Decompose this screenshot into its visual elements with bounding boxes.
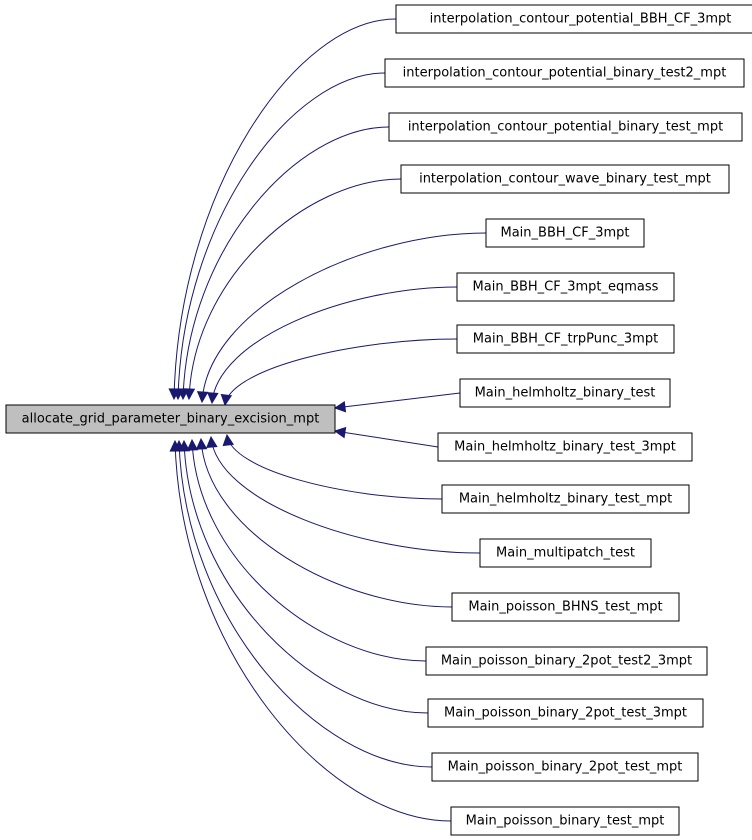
call-edge [334,392,461,409]
caller-node-box [395,4,752,34]
caller-node-label: Main_helmholtz_binary_test_mpt [459,492,672,507]
caller-node[interactable]: interpolation_contour_potential_binary_t… [384,58,745,88]
caller-node[interactable]: Main_helmholtz_binary_test_mpt [441,484,690,514]
call-edge [174,440,452,822]
root-node[interactable]: allocate_grid_parameter_binary_excision_… [5,404,336,434]
root-node-box [5,404,336,434]
arrowhead [207,392,219,405]
caller-node-label: Main_poisson_binary_2pot_test_mpt [448,760,683,775]
caller-node-box [384,58,745,88]
caller-node-box [451,592,680,622]
call-edge [210,436,481,554]
call-edge [200,438,453,608]
arrowhead [183,388,196,401]
caller-node[interactable]: interpolation_contour_potential_BBH_CF_3… [395,4,752,34]
caller-node-box [400,164,730,194]
caller-node[interactable]: Main_poisson_binary_test_mpt [450,806,680,836]
arrowhead [333,400,347,413]
arrowhead [186,438,199,451]
arrowhead [220,393,233,407]
arrowhead [333,426,347,439]
caller-node-box [437,432,693,462]
call-edge [201,232,487,403]
arrowhead [195,437,208,450]
arrowhead [196,391,209,404]
caller-node[interactable]: Main_poisson_binary_2pot_test_3mpt [427,698,704,728]
caller-node[interactable]: Main_poisson_binary_2pot_test_mpt [431,752,699,782]
call-edge [224,338,458,406]
caller-node-label: interpolation_contour_potential_binary_t… [408,120,723,135]
caller-node-label: Main_BBH_CF_3mpt [501,226,630,241]
caller-node[interactable]: Main_poisson_binary_2pot_test2_3mpt [425,646,708,676]
caller-node-box [456,324,675,354]
call-edge [188,178,402,400]
caller-node-box [388,112,743,142]
caller-node-box [450,806,680,836]
caller-node-label: Main_multipatch_test [496,546,635,561]
nodes-layer: allocate_grid_parameter_binary_excision_… [5,4,752,836]
caller-node[interactable]: Main_multipatch_test [479,538,652,568]
caller-node-label: Main_poisson_binary_2pot_test_3mpt [444,706,687,721]
caller-node[interactable]: Main_BBH_CF_3mpt_eqmass [456,272,675,302]
caller-node-box [459,378,671,408]
caller-node-label: interpolation_contour_potential_binary_t… [403,66,727,81]
caller-node-label: Main_poisson_binary_test_mpt [466,814,665,829]
arrowhead [206,435,218,448]
call-edge [226,434,443,500]
call-edge [191,439,427,662]
caller-node-label: Main_helmholtz_binary_test [475,386,656,401]
caller-node-label: Main_helmholtz_binary_test_3mpt [454,440,676,455]
root-node-label: allocate_grid_parameter_binary_excision_… [22,412,320,427]
caller-node[interactable]: Main_BBH_CF_trpPunc_3mpt [456,324,675,354]
arrowhead [169,439,182,452]
caller-node[interactable]: Main_poisson_BHNS_test_mpt [451,592,680,622]
caller-node-label: Main_poisson_binary_2pot_test2_3mpt [441,654,692,669]
call-edge [173,18,397,400]
caller-node-label: Main_poisson_BHNS_test_mpt [468,600,662,615]
edges-layer [168,18,487,822]
caller-node[interactable]: interpolation_contour_potential_binary_t… [388,112,743,142]
caller-node-box [479,538,652,568]
caller-node-box [456,272,675,302]
caller-node-box [431,752,699,782]
caller-node[interactable]: Main_helmholtz_binary_test [459,378,671,408]
call-edge [211,286,458,404]
caller-node-box [485,218,645,248]
arrowhead [222,433,235,447]
caller-node-label: interpolation_contour_potential_BBH_CF_3… [430,12,732,27]
caller-node-label: Main_BBH_CF_3mpt_eqmass [473,280,659,295]
call-edge [178,440,433,768]
call-edge [183,440,429,714]
call-edge [177,72,386,400]
caller-node-box [441,484,690,514]
caller-node-label: Main_BBH_CF_trpPunc_3mpt [473,332,658,347]
caller-node-box [427,698,704,728]
call-edge [182,126,390,400]
caller-node[interactable]: Main_helmholtz_binary_test_3mpt [437,432,693,462]
call-edge [334,430,439,448]
caller-node[interactable]: Main_BBH_CF_3mpt [485,218,645,248]
caller-node-box [425,646,708,676]
caller-node[interactable]: interpolation_contour_wave_binary_test_m… [400,164,730,194]
caller-node-label: interpolation_contour_wave_binary_test_m… [419,172,711,187]
